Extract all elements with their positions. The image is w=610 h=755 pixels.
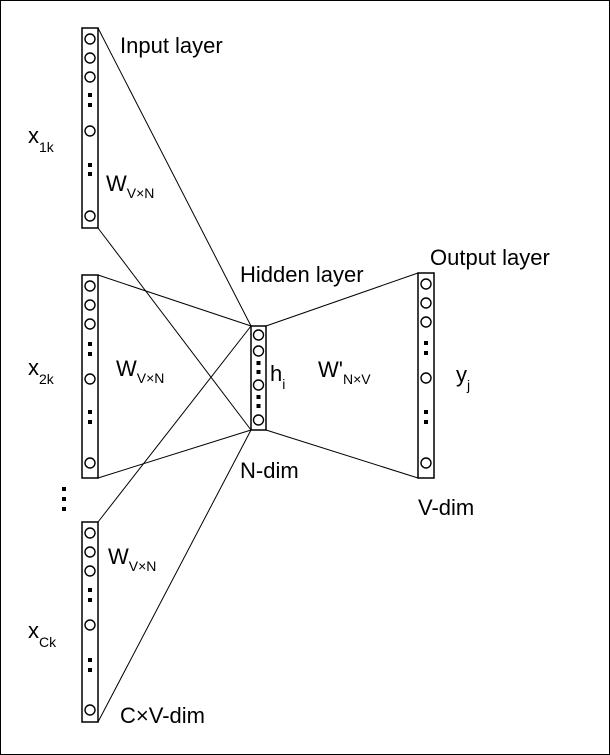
neuron <box>84 619 96 631</box>
n-dim-label: N-dim <box>240 458 299 483</box>
input-vector-1 <box>81 27 99 229</box>
neuron <box>420 297 432 309</box>
output-layer-label: Output layer <box>430 245 550 270</box>
ellipsis-dot <box>88 588 92 592</box>
hidden-unit-base: h <box>270 361 282 386</box>
neuron <box>84 210 96 222</box>
ellipsis-dot <box>424 351 428 355</box>
weight-matrix-2-subscript: V×N <box>137 370 165 386</box>
neuron <box>84 52 96 64</box>
weight-matrix-2-base: W <box>116 356 137 381</box>
x2k-base: x <box>28 355 39 380</box>
ellipsis-dot <box>88 93 92 97</box>
xck-subscript: Ck <box>39 634 57 650</box>
weight-matrix-2-label: WV×N <box>116 356 164 386</box>
output-unit-label: yj <box>456 362 470 393</box>
neuron <box>84 527 96 539</box>
input-vector-2 <box>81 274 99 479</box>
ellipsis-dot <box>256 404 261 408</box>
neuron <box>420 372 432 384</box>
ellipsis-dot <box>256 395 261 399</box>
neuron <box>84 33 96 45</box>
ellipsis-dot <box>88 668 92 672</box>
neuron <box>420 278 432 290</box>
ellipsis-dot <box>256 370 261 374</box>
input-columns-ellipsis <box>62 487 66 511</box>
xck-base: x <box>28 618 39 643</box>
neuron <box>84 125 96 137</box>
neuron <box>84 704 96 716</box>
xck-label: xCk <box>28 618 57 650</box>
ellipsis-dot <box>88 172 92 176</box>
hidden-unit-label: hi <box>270 361 285 392</box>
hidden-vector <box>250 325 267 431</box>
weight-matrix-1-base: W <box>106 171 127 196</box>
neuron <box>84 318 96 330</box>
hidden-layer-label: Hidden layer <box>240 262 364 287</box>
ellipsis-dot <box>88 163 92 167</box>
neuron <box>84 546 96 558</box>
v-dim-label: V-dim <box>418 495 474 520</box>
neuron <box>84 565 96 577</box>
ellipsis-dot <box>424 410 428 414</box>
conn-input3-top <box>97 325 252 523</box>
x1k-subscript: 1k <box>39 139 55 155</box>
neuron <box>84 457 96 469</box>
neuron <box>252 379 265 391</box>
ellipsis-dot <box>424 420 428 424</box>
weight-matrix-3-label: WV×N <box>108 544 156 574</box>
neuron <box>420 457 432 469</box>
neuron <box>420 316 432 328</box>
hidden-unit-subscript: i <box>282 376 285 392</box>
ellipsis-dot <box>88 352 92 356</box>
ellipsis-dot <box>62 507 66 511</box>
neuron <box>84 373 96 385</box>
ellipsis-dot <box>88 598 92 602</box>
input-vector-c <box>81 521 99 723</box>
ellipsis-dot <box>88 420 92 424</box>
x1k-label: x1k <box>28 123 55 155</box>
conn-input2-bottom <box>97 429 252 479</box>
ellipsis-dot <box>88 103 92 107</box>
weight-matrix-1-subscript: V×N <box>127 185 155 201</box>
output-unit-subscript: j <box>466 377 470 393</box>
weight-matrix-3-subscript: V×N <box>129 558 157 574</box>
output-unit-base: y <box>456 362 467 387</box>
x2k-label: x2k <box>28 355 55 387</box>
ellipsis-dot <box>256 361 261 365</box>
ellipsis-dot <box>62 487 66 491</box>
conn-input1-top <box>97 27 252 327</box>
ellipsis-dot <box>88 342 92 346</box>
conn-input3-bottom <box>97 429 252 723</box>
conn-output-top <box>265 272 419 327</box>
neuron <box>84 71 96 83</box>
neuron <box>84 280 96 292</box>
neuron <box>252 329 265 341</box>
x1k-base: x <box>28 123 39 148</box>
output-vector <box>417 272 435 479</box>
ellipsis-dot <box>62 497 66 501</box>
conn-output-bottom <box>265 429 419 479</box>
ellipsis-dot <box>424 341 428 345</box>
ellipsis-dot <box>88 410 92 414</box>
connections <box>97 27 419 723</box>
conn-input1-bottom <box>97 227 252 431</box>
weight-matrix-1-label: WV×N <box>106 171 154 201</box>
neuron <box>252 414 265 426</box>
neuron <box>84 299 96 311</box>
x2k-subscript: 2k <box>39 371 55 387</box>
output-weight-matrix-subscript: N×V <box>343 371 371 387</box>
ellipsis-dot <box>88 658 92 662</box>
weight-matrix-3-base: W <box>108 544 129 569</box>
output-weight-matrix-label: W'N×V <box>318 357 371 387</box>
conn-input2-top <box>97 274 252 327</box>
cv-dim-label: C×V-dim <box>120 703 205 728</box>
neuron <box>252 345 265 357</box>
output-weight-matrix-base: W' <box>318 357 343 382</box>
input-layer-label: Input layer <box>120 33 223 58</box>
